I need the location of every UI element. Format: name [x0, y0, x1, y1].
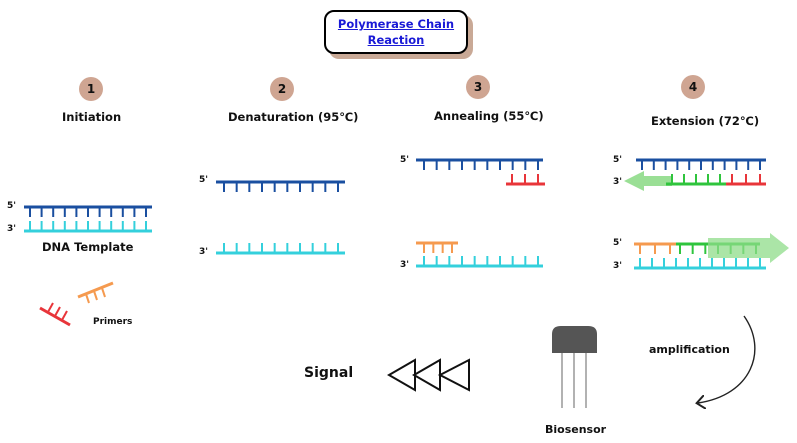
end-label-5: 5'	[7, 201, 17, 211]
amplification-arrow	[698, 315, 756, 403]
primer-orange	[77, 281, 114, 304]
denatured-strand-bottom	[216, 243, 345, 255]
step-2-badge: 2	[270, 77, 294, 101]
end-label-5: 5'	[199, 175, 209, 185]
title-link-line1[interactable]: Polymerase Chain	[337, 17, 455, 31]
end-label-3: 3'	[613, 261, 623, 271]
amplification-label: amplification	[649, 343, 730, 356]
primer-red	[39, 302, 71, 327]
step-1-badge: 1	[79, 77, 103, 101]
step-3-badge: 3	[466, 75, 490, 99]
end-label-3: 3'	[7, 224, 17, 234]
extension-top	[624, 158, 766, 191]
end-label-3: 3'	[199, 247, 209, 257]
signal-arrows-icon	[386, 358, 470, 392]
end-label-5: 5'	[613, 155, 623, 165]
end-label-3: 3'	[613, 177, 623, 187]
annealing-strand-top	[416, 158, 545, 186]
title-link-line2[interactable]: Reaction	[367, 33, 425, 47]
primers-label: Primers	[93, 317, 133, 327]
step-2-label: Denaturation (95℃)	[228, 110, 359, 124]
step-4-badge: 4	[681, 75, 705, 99]
extension-bottom	[634, 233, 789, 270]
title-card: Polymerase Chain Reaction	[324, 10, 468, 54]
end-label-3: 3'	[400, 260, 410, 270]
step-3-label: Annealing (55℃)	[434, 109, 544, 123]
step-1-label: Initiation	[62, 110, 122, 124]
biosensor-label: Biosensor	[545, 423, 607, 436]
step-4-label: Extension (72℃)	[651, 114, 760, 128]
biosensor-icon	[552, 326, 597, 408]
signal-label: Signal	[304, 365, 354, 381]
denatured-strand-top	[216, 180, 345, 192]
end-label-5: 5'	[613, 238, 623, 248]
end-label-5: 5'	[400, 155, 410, 165]
dna-template-label: DNA Template	[42, 240, 134, 254]
dna-template-strand	[24, 205, 152, 233]
annealing-strand-bottom	[416, 241, 543, 268]
